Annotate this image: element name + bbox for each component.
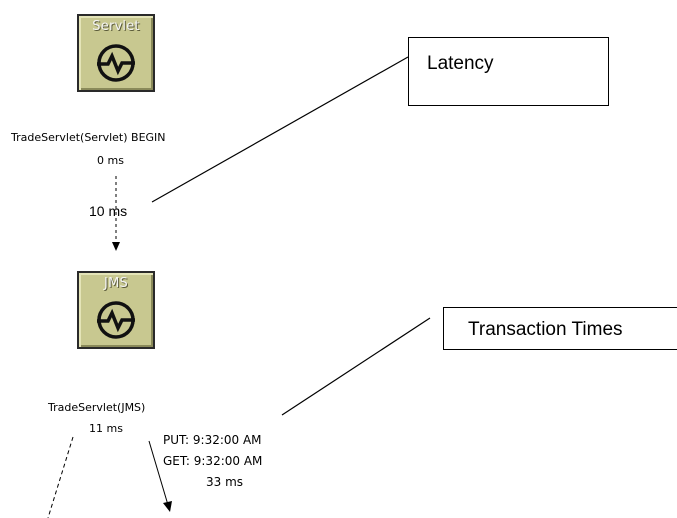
transaction-callout-leader: [281, 317, 431, 416]
latency-callout-leader: [151, 56, 409, 203]
jms-node-icon[interactable]: JMS: [77, 271, 155, 349]
servlet-node-icon[interactable]: Servlet: [77, 14, 155, 92]
transaction-put-time: PUT: 9:32:00 AM: [163, 433, 262, 447]
latency-callout: Latency: [408, 37, 609, 106]
latency-callout-text: Latency: [427, 53, 494, 74]
transaction-times-callout: Transaction Times: [443, 307, 677, 350]
globe-waveform-icon: [97, 44, 135, 82]
servlet-node-name: TradeServlet(Servlet) BEGIN: [11, 131, 166, 144]
globe-waveform-icon: [97, 301, 135, 339]
jms-node-name: TradeServlet(JMS): [48, 401, 146, 414]
servlet-node-time: 0 ms: [97, 154, 124, 167]
jms-node-title: JMS: [104, 276, 128, 291]
transaction-duration: 33 ms: [206, 475, 244, 489]
transaction-times-callout-text: Transaction Times: [468, 319, 623, 340]
edge-servlet-to-jms-arrowhead: [112, 242, 120, 251]
edge-latency-label: 10 ms: [89, 203, 128, 219]
transaction-get-time: GET: 9:32:00 AM: [163, 454, 263, 468]
edge-jms-outgoing-solid: [148, 440, 169, 506]
jms-node-time: 11 ms: [89, 422, 123, 435]
edge-jms-outgoing-dashed: [47, 436, 74, 518]
servlet-node-title: Servlet: [92, 19, 140, 34]
edge-jms-outgoing-arrowhead: [163, 501, 172, 512]
